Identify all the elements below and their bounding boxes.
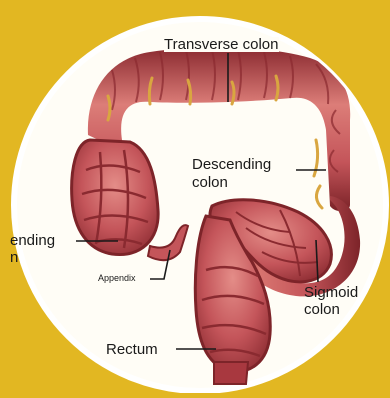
label-rectum: Rectum [106,342,158,357]
label-ascending-colon-line1: ending [10,233,55,248]
label-sigmoid-colon-line2: colon [304,302,340,317]
label-transverse-colon: Transverse colon [164,37,279,52]
label-sigmoid-colon-line1: Sigmoid [304,285,358,300]
label-ascending-colon-line2: n [10,250,18,265]
anal-canal [214,362,248,384]
label-appendix: Appendix [98,274,136,283]
label-descending-colon-line2: colon [192,175,228,190]
label-descending-colon-line1: Descending [192,157,271,172]
